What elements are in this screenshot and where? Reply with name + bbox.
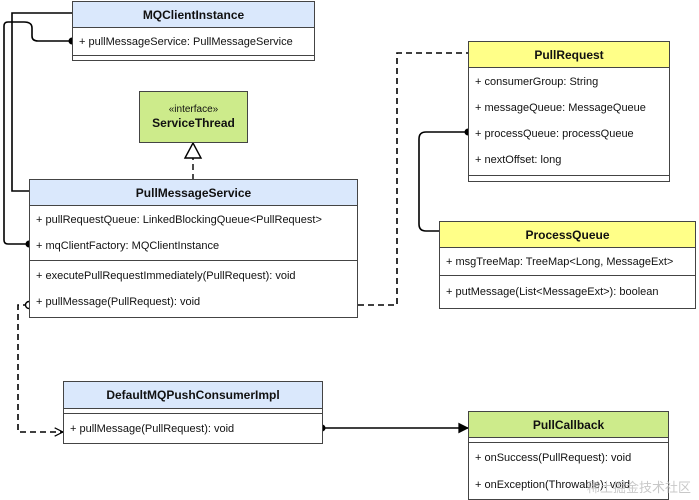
class-defaultmqpushconsumerimpl-title: DefaultMQPushConsumerImpl <box>64 382 322 409</box>
watermark: 稀土掘金技术社区 <box>586 481 691 496</box>
class-processqueue-title: ProcessQueue <box>440 222 695 248</box>
realization-triangle <box>183 141 203 159</box>
method-row: + onException(Throwable): void <box>475 478 630 491</box>
class-mqclientinstance: MQClientInstance + pullMessageService: P… <box>72 1 315 61</box>
class-mqclientinstance-methods <box>73 56 314 60</box>
class-pullcallback-fields <box>469 438 668 443</box>
method-row: + pullMessage(PullRequest): void <box>36 296 201 308</box>
class-defaultmqpushconsumerimpl: DefaultMQPushConsumerImpl + pullMessage(… <box>63 381 323 444</box>
class-pullmessageservice-methods: + executePullRequestImmediately(PullRequ… <box>30 261 357 317</box>
class-pullcallback-methods: + onSuccess(PullRequest): void + onExcep… <box>469 443 668 499</box>
interface-servicethread: «interface» ServiceThread <box>139 91 248 143</box>
class-pullrequest: PullRequest + consumerGroup: String + me… <box>468 41 670 182</box>
class-pullmessageservice-title: PullMessageService <box>30 180 357 206</box>
edge-factory-to-mqclient <box>3 21 72 245</box>
class-pullrequest-methods <box>469 176 669 181</box>
field-row: + processQueue: processQueue <box>475 128 634 140</box>
class-pullmessageservice-fields: + pullRequestQueue: LinkedBlockingQueue<… <box>30 206 357 261</box>
field-row: + pullRequestQueue: LinkedBlockingQueue<… <box>36 214 322 226</box>
class-processqueue: ProcessQueue + msgTreeMap: TreeMap<Long,… <box>439 221 696 309</box>
field-row: + pullMessageService: PullMessageService <box>79 36 293 48</box>
field-row: + nextOffset: long <box>475 154 562 166</box>
method-row: + executePullRequestImmediately(PullRequ… <box>36 270 296 282</box>
method-row: + onSuccess(PullRequest): void <box>475 451 632 464</box>
edge-mqclient-to-pullmessageservice <box>11 12 72 192</box>
interface-servicethread-title: ServiceThread <box>152 116 235 130</box>
method-row: + putMessage(List<MessageExt>): boolean <box>446 286 659 298</box>
class-pullrequest-fields: + consumerGroup: String + messageQueue: … <box>469 68 669 176</box>
field-row: + msgTreeMap: TreeMap<Long, MessageExt> <box>446 256 674 268</box>
field-row: + consumerGroup: String <box>475 76 599 88</box>
class-pullrequest-title: PullRequest <box>469 42 669 68</box>
class-pullcallback-title: PullCallback <box>469 412 668 438</box>
field-row: + messageQueue: MessageQueue <box>475 102 646 114</box>
edge-dependency-pullrequest <box>358 52 468 306</box>
method-row: + pullMessage(PullRequest): void <box>70 422 235 435</box>
field-row: + mqClientFactory: MQClientInstance <box>36 240 220 252</box>
class-defaultmqpushconsumerimpl-fields <box>64 409 322 414</box>
edge-processqueue <box>418 131 468 232</box>
interface-stereotype: «interface» <box>168 104 219 115</box>
class-mqclientinstance-fields: + pullMessageService: PullMessageService <box>73 28 314 56</box>
class-pullmessageservice: PullMessageService + pullRequestQueue: L… <box>29 179 358 318</box>
class-processqueue-methods: + putMessage(List<MessageExt>): boolean <box>440 276 695 308</box>
class-defaultmqpushconsumerimpl-methods: + pullMessage(PullRequest): void <box>64 414 322 443</box>
class-mqclientinstance-title: MQClientInstance <box>73 2 314 28</box>
edge-dependency-consumer <box>17 304 63 432</box>
class-processqueue-fields: + msgTreeMap: TreeMap<Long, MessageExt> <box>440 248 695 276</box>
